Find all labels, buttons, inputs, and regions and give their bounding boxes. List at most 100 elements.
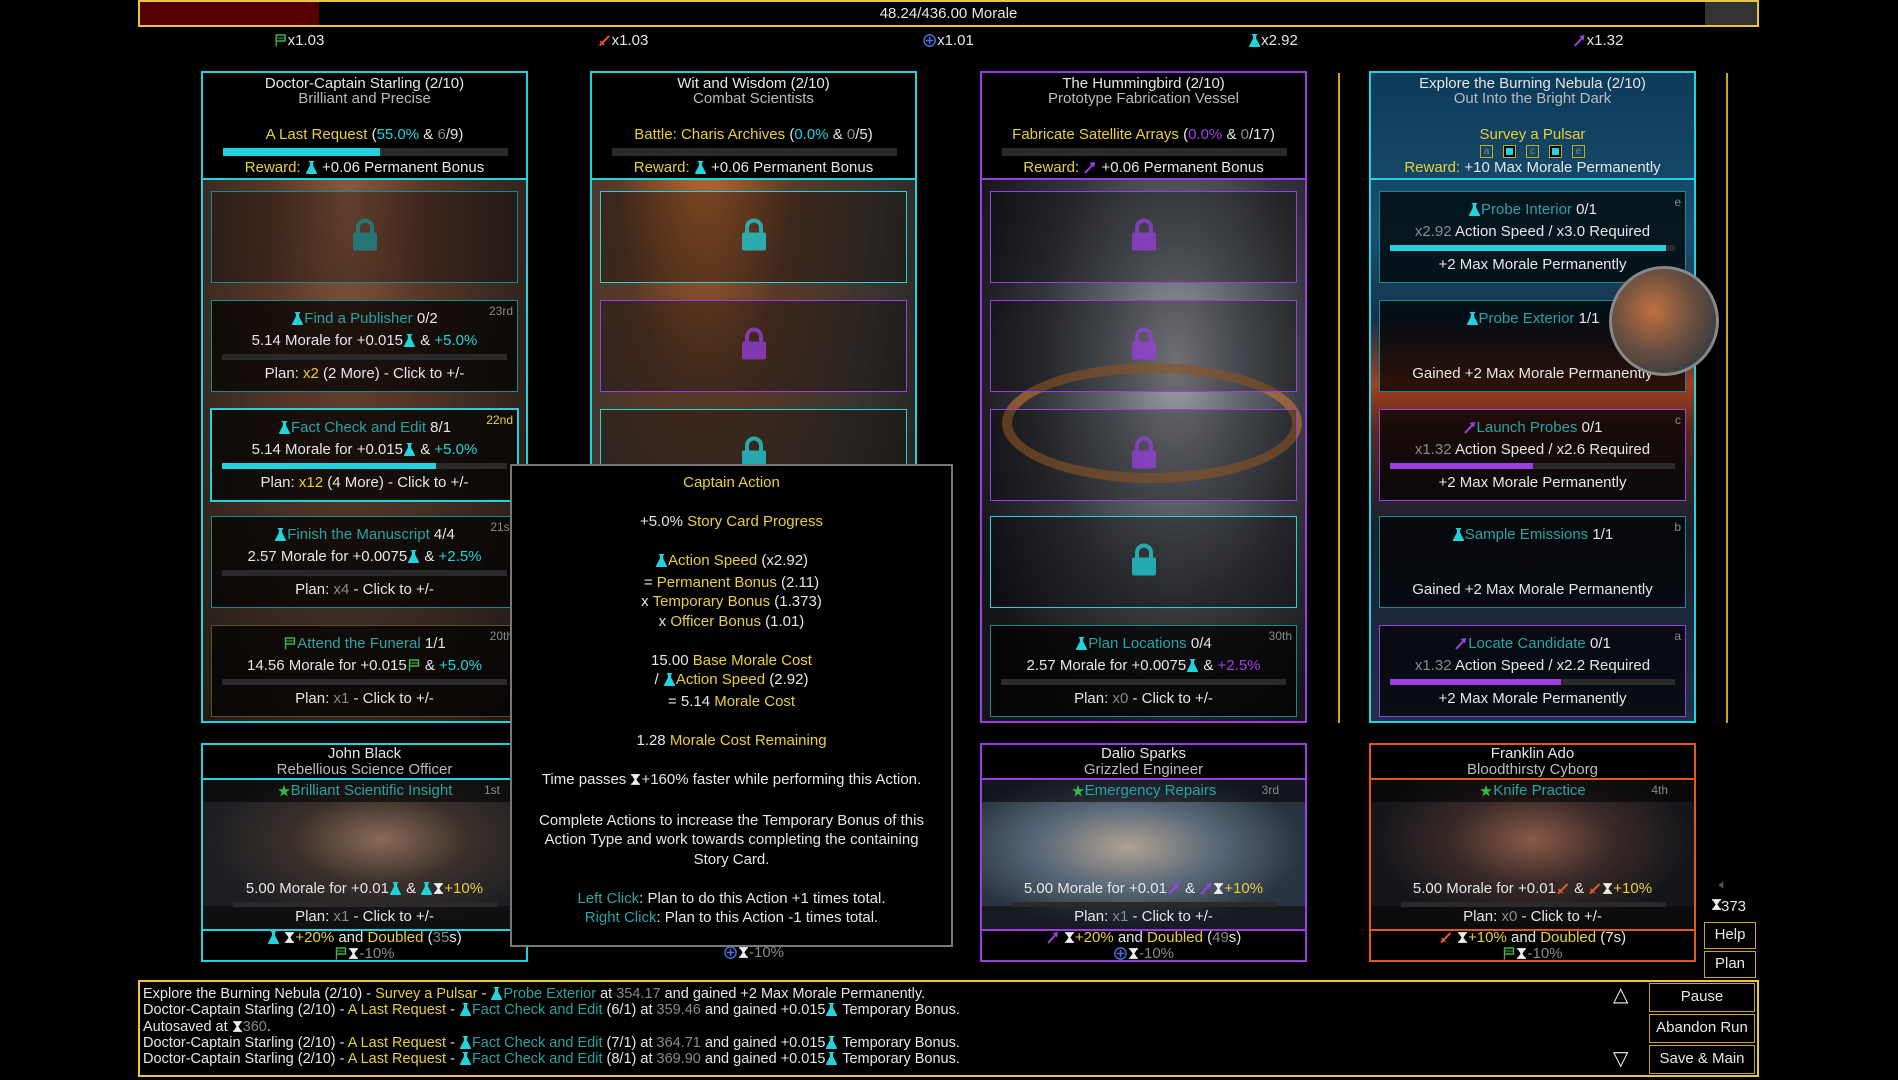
hammer-icon: [1168, 882, 1180, 900]
speaker-icon[interactable]: 🔈︎: [1719, 876, 1728, 892]
save-and-main-button[interactable]: Save & Main: [1649, 1045, 1755, 1074]
lock-icon: [1130, 436, 1158, 475]
text-segment: (6/1) at: [602, 1002, 657, 1019]
text-segment: Doubled: [367, 929, 424, 946]
text-segment: 49: [1212, 929, 1229, 946]
action-rank: 20th: [489, 629, 513, 643]
text-segment: +10%: [1468, 929, 1507, 946]
multiplier-sword: x1.03: [598, 32, 648, 51]
log-scroll-up-icon[interactable]: △: [1613, 984, 1629, 1006]
tooltip-gap: [512, 493, 951, 513]
text-segment: Gained +2 Max Morale Permanently: [1412, 581, 1653, 598]
ability-name: Brilliant Scientific Insight: [203, 782, 526, 802]
text-segment: 1/1: [1574, 310, 1600, 327]
sword-icon: [1589, 882, 1601, 900]
text-segment: &: [416, 332, 435, 349]
tooltip-line: = 5.14 Morale Cost: [512, 692, 951, 712]
text-segment: Survey a Pulsar: [375, 986, 478, 1002]
text-segment: Captain Action: [683, 474, 780, 491]
abandon-run-button[interactable]: Abandon Run: [1649, 1014, 1755, 1043]
text-segment: 5.00 Morale for +0.01: [245, 880, 389, 897]
text-segment: Plan:: [295, 581, 334, 598]
quest-step: [1503, 145, 1516, 158]
flask-icon: [826, 1052, 838, 1069]
officer-footer: [1371, 929, 1694, 960]
text-segment: Gained +2 Max Morale Permanently: [1412, 365, 1653, 382]
compass-icon: [724, 946, 737, 964]
tooltip-line: = Permanent Bonus (2.11): [512, 573, 951, 593]
text-segment: 55.0%: [376, 126, 420, 143]
story-column: Doctor-Captain Starling (2/10)Brilliant …: [201, 71, 528, 723]
plan-button[interactable]: Plan: [1704, 951, 1756, 978]
action-progress-bar-fill: [222, 463, 436, 469]
text-segment: &: [1569, 880, 1589, 897]
column-title: Wit and Wisdom (2/10): [677, 75, 830, 92]
text-segment: 35: [432, 929, 450, 946]
text-segment: Plan:: [295, 690, 334, 707]
tooltip-line: 15.00 Base Morale Cost: [512, 651, 951, 671]
text-segment: 0/4: [1186, 635, 1212, 652]
tooltip-line: Right Click: Plan to this Action -1 time…: [512, 908, 951, 928]
pause-button[interactable]: Pause: [1649, 983, 1755, 1012]
action-title: Sample Emissions 1/1: [1380, 526, 1685, 546]
multiplier-flask: x2.92: [1248, 32, 1298, 51]
action-cost: x1.32 Action Speed / x2.2 Required: [1380, 657, 1685, 675]
action-cost: 5.14 Morale for +0.015 & +5.0%: [212, 441, 517, 461]
action-title: Fact Check and Edit 8/1: [212, 419, 517, 439]
flag-icon: [275, 34, 287, 51]
text-segment: 14.56 Morale for +0.015: [247, 657, 407, 674]
flask-icon: [279, 421, 290, 439]
action-plan: Gained +2 Max Morale Permanently: [1380, 581, 1685, 599]
help-button[interactable]: Help: [1704, 922, 1756, 949]
lock-icon: [1130, 327, 1158, 366]
hourglass-icon: [349, 947, 359, 960]
text-segment: +5.0%: [434, 332, 478, 349]
officer-bonus: +10% and Doubled (7s): [1371, 929, 1694, 949]
text-segment: - Click to +/-: [349, 908, 434, 925]
tooltip-line: x Officer Bonus (1.01): [512, 612, 951, 632]
text-segment: 5.00 Morale for +0.01: [1412, 880, 1556, 897]
text-segment: &: [419, 126, 438, 143]
text-segment: 1/1: [420, 635, 446, 652]
ability-name: Knife Practice: [1371, 782, 1694, 802]
officer-progress-bar: [1012, 902, 1277, 907]
text-segment: 0/1: [1571, 201, 1597, 218]
text-segment: : Plan to this Action -1 times total.: [656, 909, 879, 926]
text-segment: &: [420, 657, 440, 674]
ability-label: Brilliant Scientific Insight: [290, 782, 453, 799]
text-segment: +10%: [444, 880, 484, 897]
flask-icon: [460, 1003, 471, 1020]
text-segment: x: [658, 612, 671, 630]
text-segment: Temporary Bonus: [652, 593, 771, 610]
quest-progress-bar: [1002, 148, 1287, 156]
text-segment: and: [334, 929, 368, 946]
text-segment: Launch Probes: [1476, 419, 1578, 436]
quest-reward: Reward: +0.06 Permanent Bonus: [982, 159, 1305, 179]
morale-bar-end: [1705, 2, 1757, 25]
flask-icon: [663, 672, 675, 692]
hammer-icon: [1200, 882, 1212, 900]
action-rank: e: [1674, 195, 1681, 209]
text-segment: Find a Publisher: [304, 310, 413, 327]
text-segment: Reward:: [633, 159, 694, 176]
log-scroll-down-icon[interactable]: ▽: [1613, 1048, 1629, 1070]
text-segment: Plan:: [1463, 908, 1502, 925]
officer-action-cost: 5.00 Morale for +0.01 & +10%: [203, 880, 526, 900]
officer-bonus-secondary: -10%: [982, 945, 1305, 960]
multiplier-compass: x1.01: [922, 32, 974, 51]
